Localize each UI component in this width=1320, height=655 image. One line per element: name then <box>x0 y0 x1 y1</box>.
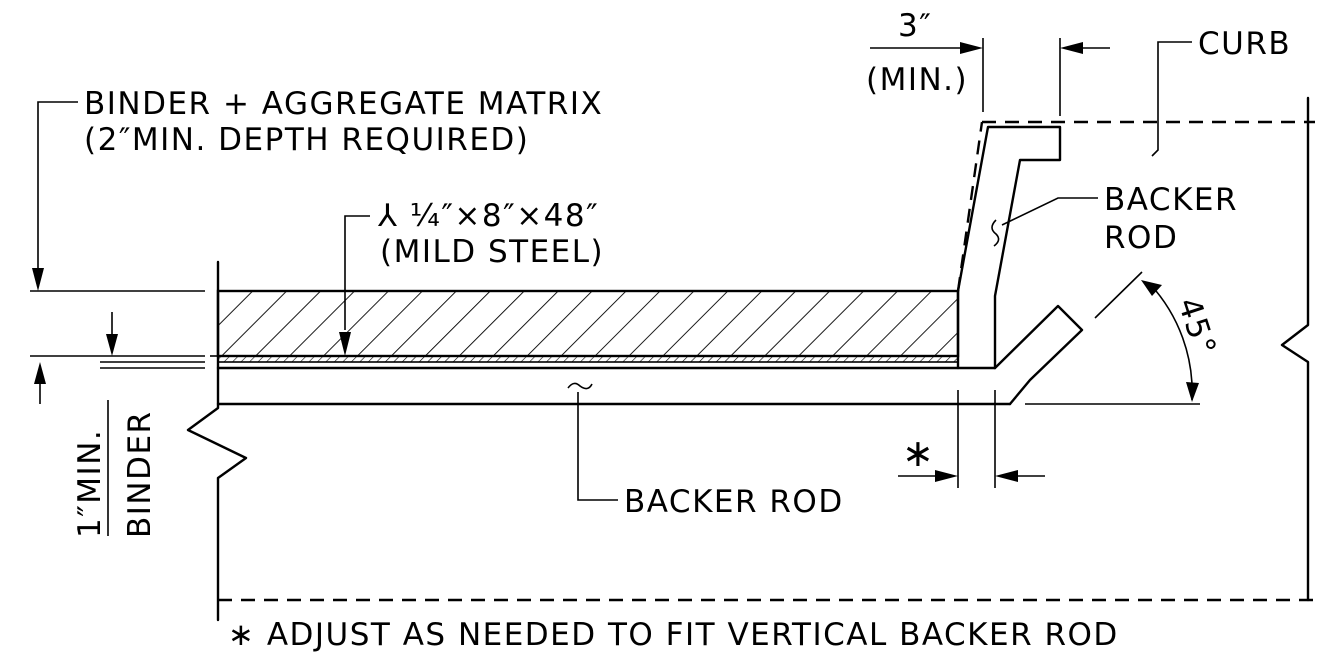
dim-3in-arrow-left <box>960 42 983 54</box>
binder-min-label-2: BINDER <box>122 410 158 538</box>
binder-matrix-label-2: (2″MIN. DEPTH REQUIRED) <box>84 122 529 158</box>
plate-label-2: (MILD STEEL) <box>380 234 604 270</box>
angle-arrow-bottom <box>1186 382 1199 402</box>
plate-arrow <box>339 332 351 356</box>
backer-rod-upper-label-2: ROD <box>1104 220 1178 256</box>
binder-dim-top-arrow <box>106 334 118 356</box>
binder-matrix-leader <box>37 101 78 270</box>
asterisk-label: ∗ <box>902 431 935 475</box>
angle-slope-line <box>1094 271 1143 319</box>
binder-matrix-label-1: BINDER + AGGREGATE MATRIX <box>84 86 603 122</box>
backer-rod-lower-leader <box>577 392 618 501</box>
dim-3in-label: 3″ <box>898 8 932 44</box>
backer-rod-lower-label: BACKER ROD <box>624 484 844 520</box>
binder-min-label-1: 1″MIN. <box>72 429 108 538</box>
angled-backer-rod <box>993 304 1084 406</box>
steel-plate <box>217 355 959 363</box>
binder-aggregate-matrix <box>216 289 960 358</box>
plate-label-1: ⅄ ¼″×8″×48″ <box>377 198 599 234</box>
curb-face <box>956 125 1062 370</box>
binder-dim-bottom-arrow <box>34 362 46 384</box>
dim-min-label: (MIN.) <box>866 62 968 98</box>
footnote-label: ∗ ADJUST AS NEEDED TO FIT VERTICAL BACKE… <box>228 617 1119 653</box>
backer-rod-upper-leader <box>1001 197 1098 226</box>
asterisk-arrow-left <box>935 470 958 482</box>
angle-label: 45° <box>1170 293 1223 361</box>
dim-3in-arrow-right <box>1060 42 1083 54</box>
curb-label: CURB <box>1198 26 1291 62</box>
right-break-line <box>1280 96 1310 602</box>
angle-arrow-top <box>1141 280 1162 296</box>
curb-leader <box>1151 41 1192 157</box>
backer-rod-upper-label-1: BACKER <box>1104 182 1238 218</box>
asterisk-arrow-right <box>995 470 1018 482</box>
backer-rod-upper-tilde <box>991 219 1000 247</box>
curb-dashed-face <box>956 121 984 292</box>
backer-rod-lower-tilde <box>567 382 593 390</box>
left-break-line <box>186 260 248 622</box>
binder-matrix-arrow <box>32 268 44 291</box>
plate-leader <box>344 215 370 330</box>
